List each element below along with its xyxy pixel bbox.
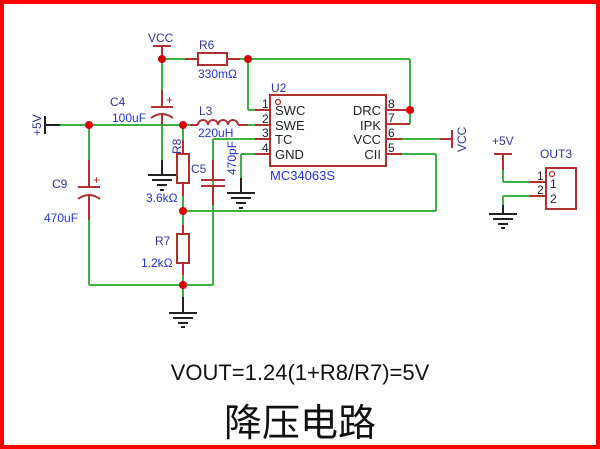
capacitor-c5[interactable]: C5 470pF [191,141,239,205]
c4-value: 100uF [112,111,146,125]
diagram-title: 降压电路 [224,401,376,445]
junction-dot [406,106,414,114]
power-vcc-top: VCC [148,31,174,59]
u2-pin7-num: 7 [388,111,395,125]
vcc-top-label: VCC [148,31,174,45]
c4-plus: + [166,93,173,107]
junction-dot [244,55,252,63]
input-5v-label: +5V [30,114,44,136]
ground-icon [148,160,176,191]
u2-pin2-num: 2 [262,112,269,126]
junction-dot [85,121,93,129]
power-vcc-right: VCC [440,126,469,152]
vcc-right-label: VCC [455,126,469,152]
out3-pin2-num: 2 [537,183,544,197]
u2-pin5-name: CII [364,147,381,162]
r6-ref: R6 [199,38,215,52]
capacitor-c4[interactable]: + C4 100uF [110,90,174,125]
ground-icon [169,297,197,328]
formula-text: VOUT=1.24(1+R8/R7)=5V [171,360,430,385]
resistor-r7[interactable]: R7 1.2kΩ [141,225,190,275]
r7-value: 1.2kΩ [141,256,173,270]
c9-ref: C9 [52,177,68,191]
power-output-5v: +5V [492,134,514,170]
resistor-r6[interactable]: R6 330mΩ [185,38,240,81]
l3-ref: L3 [199,104,213,118]
c5-value: 470pF [225,141,239,175]
r6-value: 330mΩ [198,67,237,81]
u2-pin1-num: 1 [262,97,269,111]
u2-pin4-name: GND [275,147,304,162]
u2-pin8-name: DRC [353,103,381,118]
capacitor-c9[interactable]: + C9 470uF [44,160,101,225]
c5-ref: C5 [191,162,207,176]
ground-icon [489,205,517,229]
u2-pin8-num: 8 [388,97,395,111]
u2-pin7-name: IPK [360,118,381,133]
connector-out3[interactable]: OUT3 1 2 1 2 [530,147,577,210]
u2-pin4-num: 4 [262,141,269,155]
out3-pin1-label: 1 [550,177,557,191]
u2-pin3-name: TC [275,132,292,147]
power-input-5v: +5V [30,114,60,136]
out3-pin2-label: 2 [550,192,557,206]
u2-pin6-name: VCC [354,132,381,147]
u2-pin2-name: SWE [275,118,305,133]
u2-pin1-name: SWC [275,103,305,118]
inductor-l3[interactable]: L3 220uH [190,104,248,140]
l3-value: 220uH [198,126,233,140]
u2-ref: U2 [271,81,287,95]
u2-pin5-num: 5 [388,141,395,155]
junction-dot [179,207,187,215]
out3-pin1-num: 1 [537,169,544,183]
out3-ref: OUT3 [540,147,572,161]
c9-value: 470uF [44,211,78,225]
junction-dot [158,55,166,63]
u2-pin6-num: 6 [388,126,395,140]
junction-dot [179,281,187,289]
u2-pin3-num: 3 [262,126,269,140]
ground-icon [227,178,255,209]
junction-dot [179,121,187,129]
ic-u2[interactable]: U2 MC34063S 1 2 3 4 SWC SWE TC GND 8 7 6… [255,81,410,183]
r8-value: 3.6kΩ [146,191,178,205]
u2-part: MC34063S [270,168,335,183]
output-5v-label: +5V [492,134,514,148]
r7-ref: R7 [155,234,171,248]
c4-ref: C4 [110,95,126,109]
c9-plus: + [93,173,100,187]
junctions [85,55,414,289]
resistor-r8[interactable]: R8 3.6kΩ [146,138,190,205]
r8-ref: R8 [170,138,184,154]
